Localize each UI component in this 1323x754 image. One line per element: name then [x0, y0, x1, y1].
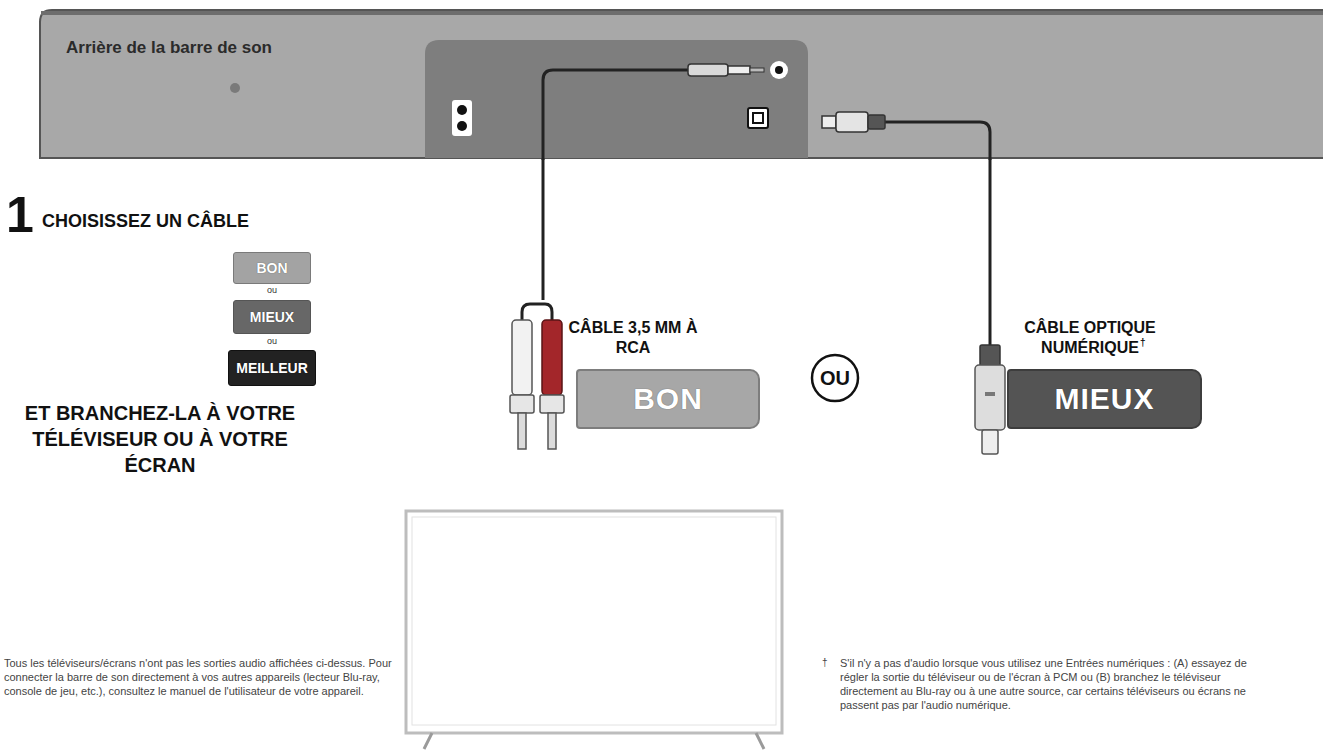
- footnote: S'il n'y a pas d'audio lorsque vous util…: [840, 656, 1250, 712]
- rating-box: MIEUX: [233, 300, 311, 334]
- port-panel: [425, 40, 808, 158]
- optical-cable: [975, 150, 1005, 454]
- cable-wire: [885, 122, 990, 160]
- optical-port-inner: [753, 113, 763, 123]
- step-number: 1: [6, 190, 46, 240]
- box-text: MEILLEUR: [236, 360, 308, 376]
- rating-box: MEILLEUR: [228, 350, 316, 386]
- aux-jack-hole: [775, 66, 783, 74]
- rca-white-collar: [510, 395, 534, 413]
- box-text: OU: [820, 367, 850, 390]
- aux-plug-sleeve: [728, 66, 750, 74]
- optical-plug-body: [836, 112, 868, 132]
- optical-plug-boot: [868, 115, 885, 129]
- cable-wire: [542, 150, 545, 300]
- terminal-hole: [457, 121, 467, 131]
- soundbar-body: [40, 10, 1323, 158]
- rating-box: BON: [233, 252, 311, 284]
- rca-cable: [510, 150, 564, 449]
- aux-jack: [770, 61, 788, 79]
- footnote-mark: †: [1140, 338, 1154, 348]
- cable-name: CÂBLE OPTIQUE NUMÉRIQUE: [1005, 318, 1175, 358]
- optical-port: [748, 108, 768, 128]
- speaker-terminal: [452, 100, 472, 136]
- or-text: ou: [252, 337, 292, 346]
- cable-wire: [543, 70, 690, 160]
- or-circle: OU: [810, 353, 860, 403]
- cable-tag: BON: [576, 369, 760, 429]
- instruction: ET BRANCHEZ-LA À VOTRE TÉLÉVISEUR OU À V…: [22, 400, 298, 478]
- footnote: Tous les téléviseurs/écrans n'ont pas le…: [4, 656, 406, 698]
- box-text: MIEUX: [250, 309, 294, 325]
- rca-white-plug: [512, 320, 532, 395]
- tv-screen: [412, 517, 776, 725]
- soundbar: Arrière de la barre de son: [40, 10, 1323, 158]
- aux-plug-tip: [750, 68, 764, 72]
- box-text: BON: [256, 260, 287, 276]
- rca-white-pin: [518, 413, 526, 449]
- step-heading: CHOISISSEZ UN CÂBLE: [42, 211, 302, 233]
- circle-shape: [812, 355, 858, 401]
- box-text: MIEUX: [1054, 382, 1154, 416]
- tv-illustration: [406, 511, 782, 749]
- panel-title: Arrière de la barre de son: [66, 38, 272, 58]
- cable-wire: [989, 150, 992, 345]
- mount-hole: [230, 83, 240, 93]
- terminal-hole: [457, 105, 467, 115]
- cable-tag: MIEUX: [1007, 369, 1202, 429]
- optical-mark: [985, 392, 995, 396]
- soundbar-top-edge: [41, 11, 1323, 15]
- optical-boot: [980, 345, 1000, 367]
- soundbar-parts: [40, 10, 1323, 160]
- rca-red-pin: [548, 413, 556, 449]
- tv-leg: [756, 733, 764, 749]
- footnote-mark: †: [822, 657, 836, 669]
- soundbar-rear: [40, 10, 1323, 160]
- aux-plug-body: [688, 64, 728, 76]
- optical-plug-tip: [822, 116, 836, 128]
- rca-red-collar: [540, 395, 564, 413]
- tv-frame: [406, 511, 782, 733]
- rca-red-plug: [542, 320, 562, 395]
- tv-leg: [424, 733, 432, 749]
- cable-name: CÂBLE 3,5 MM À RCA: [562, 318, 704, 358]
- optical-tip: [982, 430, 998, 454]
- or-text: ou: [252, 286, 292, 295]
- optical-plug: [975, 365, 1005, 430]
- box-text: BON: [633, 382, 703, 416]
